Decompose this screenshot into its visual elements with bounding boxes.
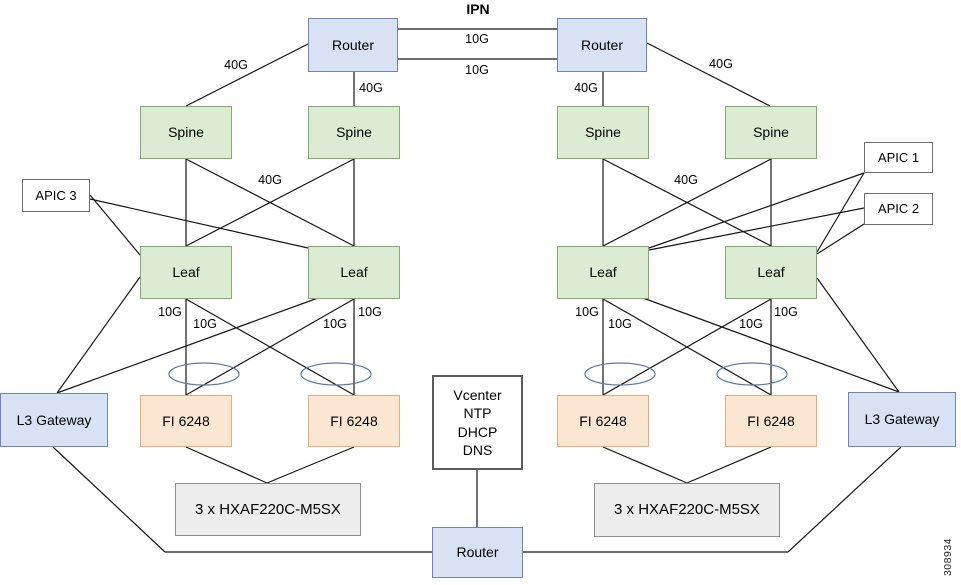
fi-4-node: FI 6248 (725, 395, 817, 447)
ipn-10g-label-1: 10G (465, 32, 489, 46)
link-fi3-hx-right (602, 446, 688, 484)
link-apic2-leaf4 (816, 223, 865, 255)
router-bottom-node: Router (432, 527, 523, 578)
leaf-fi-10g-label-6: 10G (608, 317, 632, 331)
link-fi1-hx-left (185, 446, 268, 484)
spine-4-node: Spine (725, 106, 817, 159)
link-leaf3-fi4 (602, 298, 772, 396)
router-spine-40g-label-3: 40G (574, 81, 598, 95)
ipn-10g-label-2: 10G (465, 63, 489, 77)
router-top-right-node: Router (557, 18, 647, 72)
spine-leaf-40g-label-right: 40G (674, 173, 698, 187)
link-fi2-hx-left (266, 446, 355, 484)
link-router-left-spine-1 (185, 43, 309, 107)
apic-2-node: APIC 2 (864, 193, 933, 225)
services-line-dhcp: DHCP (457, 423, 498, 440)
port-channel-ellipse-1 (168, 362, 240, 386)
port-channel-ellipses (168, 362, 788, 386)
link-leaf1-fi2 (185, 298, 355, 396)
router-spine-40g-label-4: 40G (709, 57, 733, 71)
link-l3gw-left-bottom (52, 446, 166, 553)
leaf-2-node: Leaf (308, 246, 400, 299)
leaf-4-node: Leaf (725, 246, 817, 299)
fi-2-node: FI 6248 (308, 395, 400, 447)
link-l3gw-right-bottom (787, 446, 902, 553)
link-fi4-hx-right (686, 446, 772, 484)
link-l3gw-left-leaf1 (56, 276, 141, 394)
leaf-fi-10g-label-7: 10G (739, 317, 763, 331)
router-spine-40g-label-1: 40G (224, 58, 248, 72)
link-apic2-leaf3 (648, 207, 865, 251)
link-spine2-leaf1 (185, 158, 355, 247)
leaf-fi-10g-label-5: 10G (575, 305, 599, 319)
l3-gateway-left-node: L3 Gateway (0, 393, 108, 447)
link-router-right-spine-4 (646, 42, 771, 107)
port-channel-ellipse-2 (300, 362, 372, 386)
hx-cluster-right-node: 3 x HXAF220C-M5SX (594, 483, 780, 537)
link-lines (52, 28, 902, 553)
figure-number-watermark: 308934 (942, 537, 954, 577)
router-top-left-node: Router (308, 18, 398, 72)
link-l3gw-left-leaf2 (56, 297, 319, 394)
port-channel-ellipse-3 (584, 362, 656, 386)
link-l3gw-right-leaf4 (816, 277, 900, 393)
fi-1-node: FI 6248 (140, 395, 232, 447)
port-channel-ellipse-4 (716, 362, 788, 386)
leaf-3-node: Leaf (557, 246, 649, 299)
leaf-fi-10g-label-4: 10G (358, 305, 382, 319)
router-spine-40g-label-2: 40G (359, 81, 383, 95)
spine-3-node: Spine (557, 106, 649, 159)
l3-gateway-right-node: L3 Gateway (848, 392, 956, 447)
link-apic1-leaf3 (648, 172, 865, 249)
leaf-1-node: Leaf (140, 246, 232, 299)
link-apic3-leaf2 (89, 198, 309, 249)
leaf-fi-10g-label-1: 10G (158, 305, 182, 319)
spine-1-node: Spine (140, 106, 232, 159)
apic-3-node: APIC 3 (22, 179, 90, 212)
services-line-dns: DNS (462, 441, 493, 458)
services-line-vcenter: Vcenter (453, 387, 502, 404)
hx-cluster-left-node: 3 x HXAF220C-M5SX (175, 483, 361, 536)
apic-1-node: APIC 1 (864, 142, 933, 173)
spine-2-node: Spine (308, 106, 400, 159)
services-node: Vcenter NTP DHCP DNS (432, 375, 523, 470)
leaf-fi-10g-label-3: 10G (323, 317, 347, 331)
services-line-ntp: NTP (463, 405, 492, 422)
link-spine4-leaf3 (602, 158, 772, 247)
spine-leaf-40g-label-left: 40G (258, 173, 282, 187)
fi-3-node: FI 6248 (557, 395, 649, 447)
leaf-fi-10g-label-8: 10G (774, 305, 798, 319)
ipn-title-label: IPN (466, 1, 490, 17)
link-apic3-leaf1 (89, 194, 141, 256)
leaf-fi-10g-label-2: 10G (193, 317, 217, 331)
